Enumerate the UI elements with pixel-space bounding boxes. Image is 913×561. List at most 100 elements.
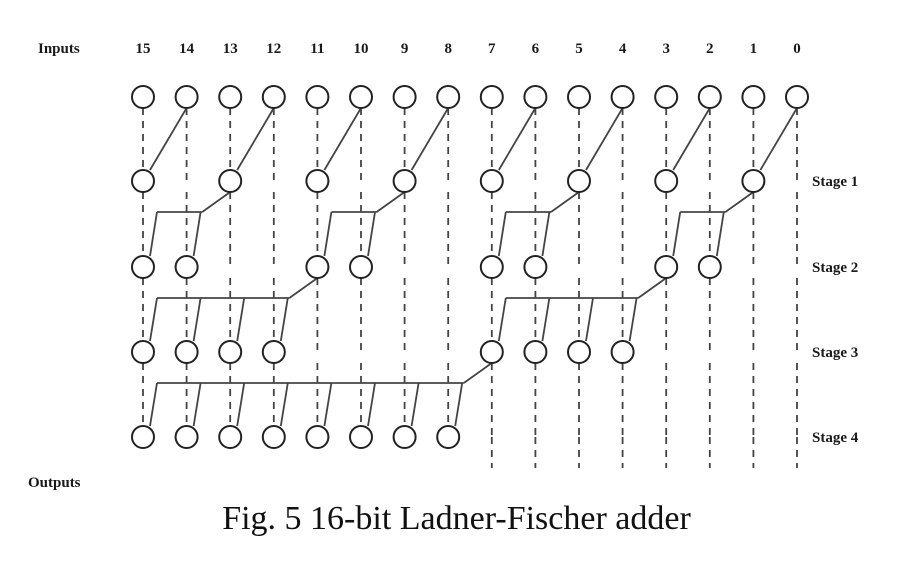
stage4-node-8 (436, 425, 461, 449)
prefix-branch-s4-bit8 (454, 382, 464, 427)
prefix-branch-s2-bit7 (497, 211, 507, 257)
prefix-riser-s2-src1 (724, 191, 754, 213)
prefix-branch-s2-bit14 (192, 211, 202, 257)
stage4-node-14 (174, 425, 199, 449)
column-label-7: 7 (488, 41, 496, 57)
stage1-node-1 (741, 169, 766, 193)
prefix-branch-s4-bit15 (149, 382, 158, 427)
input-node-4 (610, 85, 635, 109)
prefix-riser-s2-src5 (550, 191, 580, 213)
prefix-link-s1-bit15 (149, 107, 188, 171)
input-node-8 (436, 85, 461, 109)
prefix-branch-s3-bit5 (585, 297, 594, 342)
stage1-node-5 (567, 169, 591, 193)
column-label-14: 14 (179, 41, 195, 57)
prefix-branch-s2-bit15 (149, 211, 158, 257)
stage3-node-13 (218, 340, 243, 364)
stage4-node-11 (305, 425, 330, 449)
column-label-9: 9 (401, 41, 409, 57)
stage3-node-15 (131, 340, 155, 364)
column-label-2: 2 (706, 41, 714, 57)
input-node-11 (305, 85, 330, 109)
column-label-8: 8 (444, 41, 452, 57)
prefix-branch-s2-bit10 (367, 211, 376, 257)
stage3-node-6 (523, 340, 548, 364)
column-label-13: 13 (223, 41, 238, 57)
stage2-node-15 (131, 255, 155, 279)
stage-label-1: Stage 1 (812, 174, 858, 190)
prefix-riser-s2-src13 (201, 191, 231, 213)
prefix-branch-s3-bit14 (192, 297, 202, 342)
prefix-branch-s4-bit11 (323, 382, 333, 427)
prefix-riser-s2-src9 (376, 191, 406, 213)
prefix-branch-s4-bit9 (410, 382, 420, 427)
stage4-node-12 (261, 425, 286, 449)
prefix-branch-s3-bit12 (279, 297, 289, 342)
stage3-node-5 (567, 340, 591, 364)
input-node-7 (479, 85, 504, 109)
outputs-label: Outputs (28, 475, 81, 491)
stage2-node-14 (174, 255, 199, 279)
stage-label-2: Stage 2 (812, 260, 858, 276)
stage1-node-9 (392, 169, 417, 193)
stage3-node-12 (261, 340, 286, 364)
prefix-branch-s2-bit11 (323, 211, 333, 257)
prefix-link-s1-bit13 (236, 107, 275, 171)
prefix-branch-s4-bit12 (279, 382, 289, 427)
prefix-branch-s3-bit6 (541, 297, 551, 342)
prefix-branch-s4-bit10 (367, 382, 376, 427)
stage3-node-14 (174, 340, 199, 364)
prefix-link-s1-bit3 (672, 107, 711, 171)
prefix-link-s1-bit7 (498, 107, 537, 171)
prefix-link-s1-bit1 (759, 107, 798, 171)
prefix-link-s1-bit9 (410, 107, 449, 171)
column-label-5: 5 (575, 41, 583, 57)
column-label-4: 4 (619, 41, 627, 57)
prefix-branch-s3-bit4 (628, 297, 638, 342)
stage2-node-10 (349, 255, 373, 279)
stage4-node-13 (218, 425, 243, 449)
stage3-node-7 (479, 340, 504, 364)
column-label-3: 3 (662, 41, 670, 57)
prefix-branch-s4-bit14 (192, 382, 202, 427)
input-node-14 (174, 85, 199, 109)
stage4-node-10 (349, 425, 373, 449)
prefix-branch-s3-bit15 (149, 297, 158, 342)
input-node-0 (785, 85, 809, 109)
input-node-9 (392, 85, 417, 109)
column-label-11: 11 (310, 41, 324, 57)
prefix-branch-s3-bit13 (236, 297, 246, 342)
prefix-branch-s2-bit3 (672, 211, 682, 257)
stage2-node-7 (479, 255, 504, 279)
prefix-connection-layer (149, 107, 798, 427)
prefix-branch-s2-bit2 (715, 211, 725, 257)
inputs-label: Inputs (38, 41, 80, 57)
stage2-node-11 (305, 255, 330, 279)
prefix-branch-s3-bit7 (497, 297, 507, 342)
column-label-15: 15 (136, 41, 151, 57)
input-node-6 (523, 85, 548, 109)
stage1-node-3 (654, 169, 679, 193)
stage2-node-3 (654, 255, 679, 279)
column-label-0: 0 (793, 41, 801, 57)
stage4-node-15 (131, 425, 155, 449)
input-node-15 (131, 85, 155, 109)
stage2-node-6 (523, 255, 548, 279)
prefix-link-s1-bit5 (585, 107, 624, 171)
stage-label-4: Stage 4 (812, 430, 859, 446)
input-node-10 (349, 85, 373, 109)
prefix-branch-s2-bit6 (541, 211, 551, 257)
stage4-node-9 (392, 425, 417, 449)
prefix-riser-s3-src11 (288, 277, 318, 299)
column-label-10: 10 (354, 41, 369, 57)
dashed-wire-layer (142, 108, 798, 468)
stage1-node-13 (218, 169, 243, 193)
input-node-13 (218, 85, 243, 109)
prefix-riser-s3-src3 (637, 277, 667, 299)
input-node-2 (697, 85, 722, 109)
stage1-node-15 (131, 169, 155, 193)
stage2-node-2 (697, 255, 722, 279)
column-label-6: 6 (532, 41, 540, 57)
